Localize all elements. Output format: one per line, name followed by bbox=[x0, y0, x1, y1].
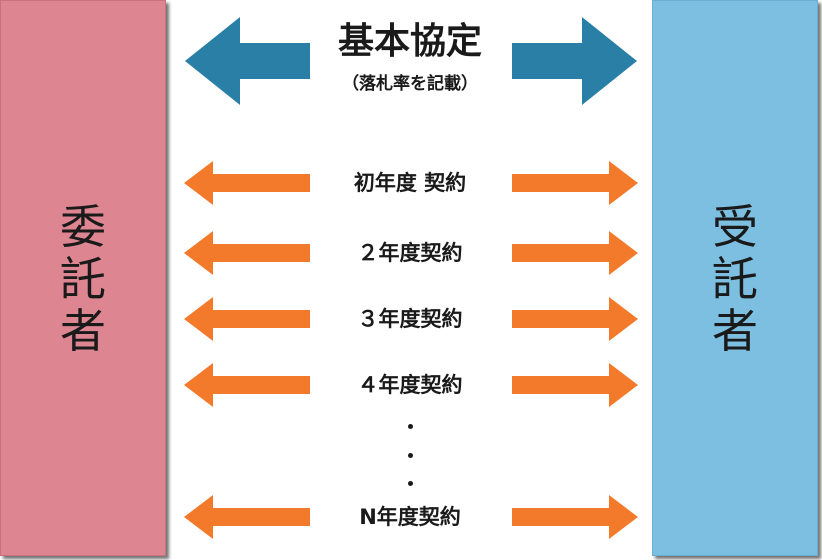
basic-agreement-title: 基本協定 bbox=[337, 21, 482, 62]
contract-arrow-row-2 bbox=[184, 231, 638, 275]
basic-arrow-right-icon bbox=[512, 17, 637, 105]
ellipsis-dot bbox=[408, 424, 413, 429]
consignor-char-3: 者 bbox=[60, 304, 106, 358]
contract-arrow-row-5 bbox=[184, 495, 638, 539]
contract-label-1: 初年度 契約 bbox=[353, 171, 467, 195]
contract-arrow-left-icon bbox=[184, 161, 310, 205]
basic-arrow-left-icon bbox=[185, 17, 310, 105]
contract-arrow-row-3 bbox=[184, 297, 638, 341]
contract-arrow-left-icon bbox=[184, 231, 310, 275]
contract-label-n: N年度契約 bbox=[359, 505, 461, 529]
contractor-char-1: 受 bbox=[712, 200, 758, 254]
consignor-char-1: 委 bbox=[60, 200, 106, 254]
contract-label-2: ２年度契約 bbox=[357, 241, 463, 265]
consignor-panel: 委 託 者 bbox=[0, 0, 166, 556]
ellipsis-dot bbox=[408, 481, 413, 486]
contract-arrow-right-icon bbox=[512, 363, 638, 407]
contract-arrow-left-icon bbox=[184, 297, 310, 341]
contract-arrow-left-icon bbox=[184, 363, 310, 407]
contractor-label: 受 託 者 bbox=[653, 201, 817, 357]
contract-arrow-right-icon bbox=[512, 495, 638, 539]
contract-arrow-right-icon bbox=[512, 161, 638, 205]
contract-arrow-right-icon bbox=[512, 231, 638, 275]
contractor-char-2: 託 bbox=[712, 252, 758, 306]
contract-arrow-row-1 bbox=[184, 161, 638, 205]
ellipsis-dot bbox=[408, 453, 413, 458]
contract-label-3: ３年度契約 bbox=[357, 307, 463, 331]
contractor-char-3: 者 bbox=[712, 304, 758, 358]
contractor-panel: 受 託 者 bbox=[652, 0, 818, 556]
consignor-label: 委 託 者 bbox=[1, 201, 165, 357]
contract-arrow-right-icon bbox=[512, 297, 638, 341]
contract-label-4: ４年度契約 bbox=[357, 373, 463, 397]
contract-arrow-left-icon bbox=[184, 495, 310, 539]
consignor-char-2: 託 bbox=[60, 252, 106, 306]
contract-arrow-row-4 bbox=[184, 363, 638, 407]
basic-agreement-subtitle: （落札率を記載） bbox=[342, 74, 478, 94]
